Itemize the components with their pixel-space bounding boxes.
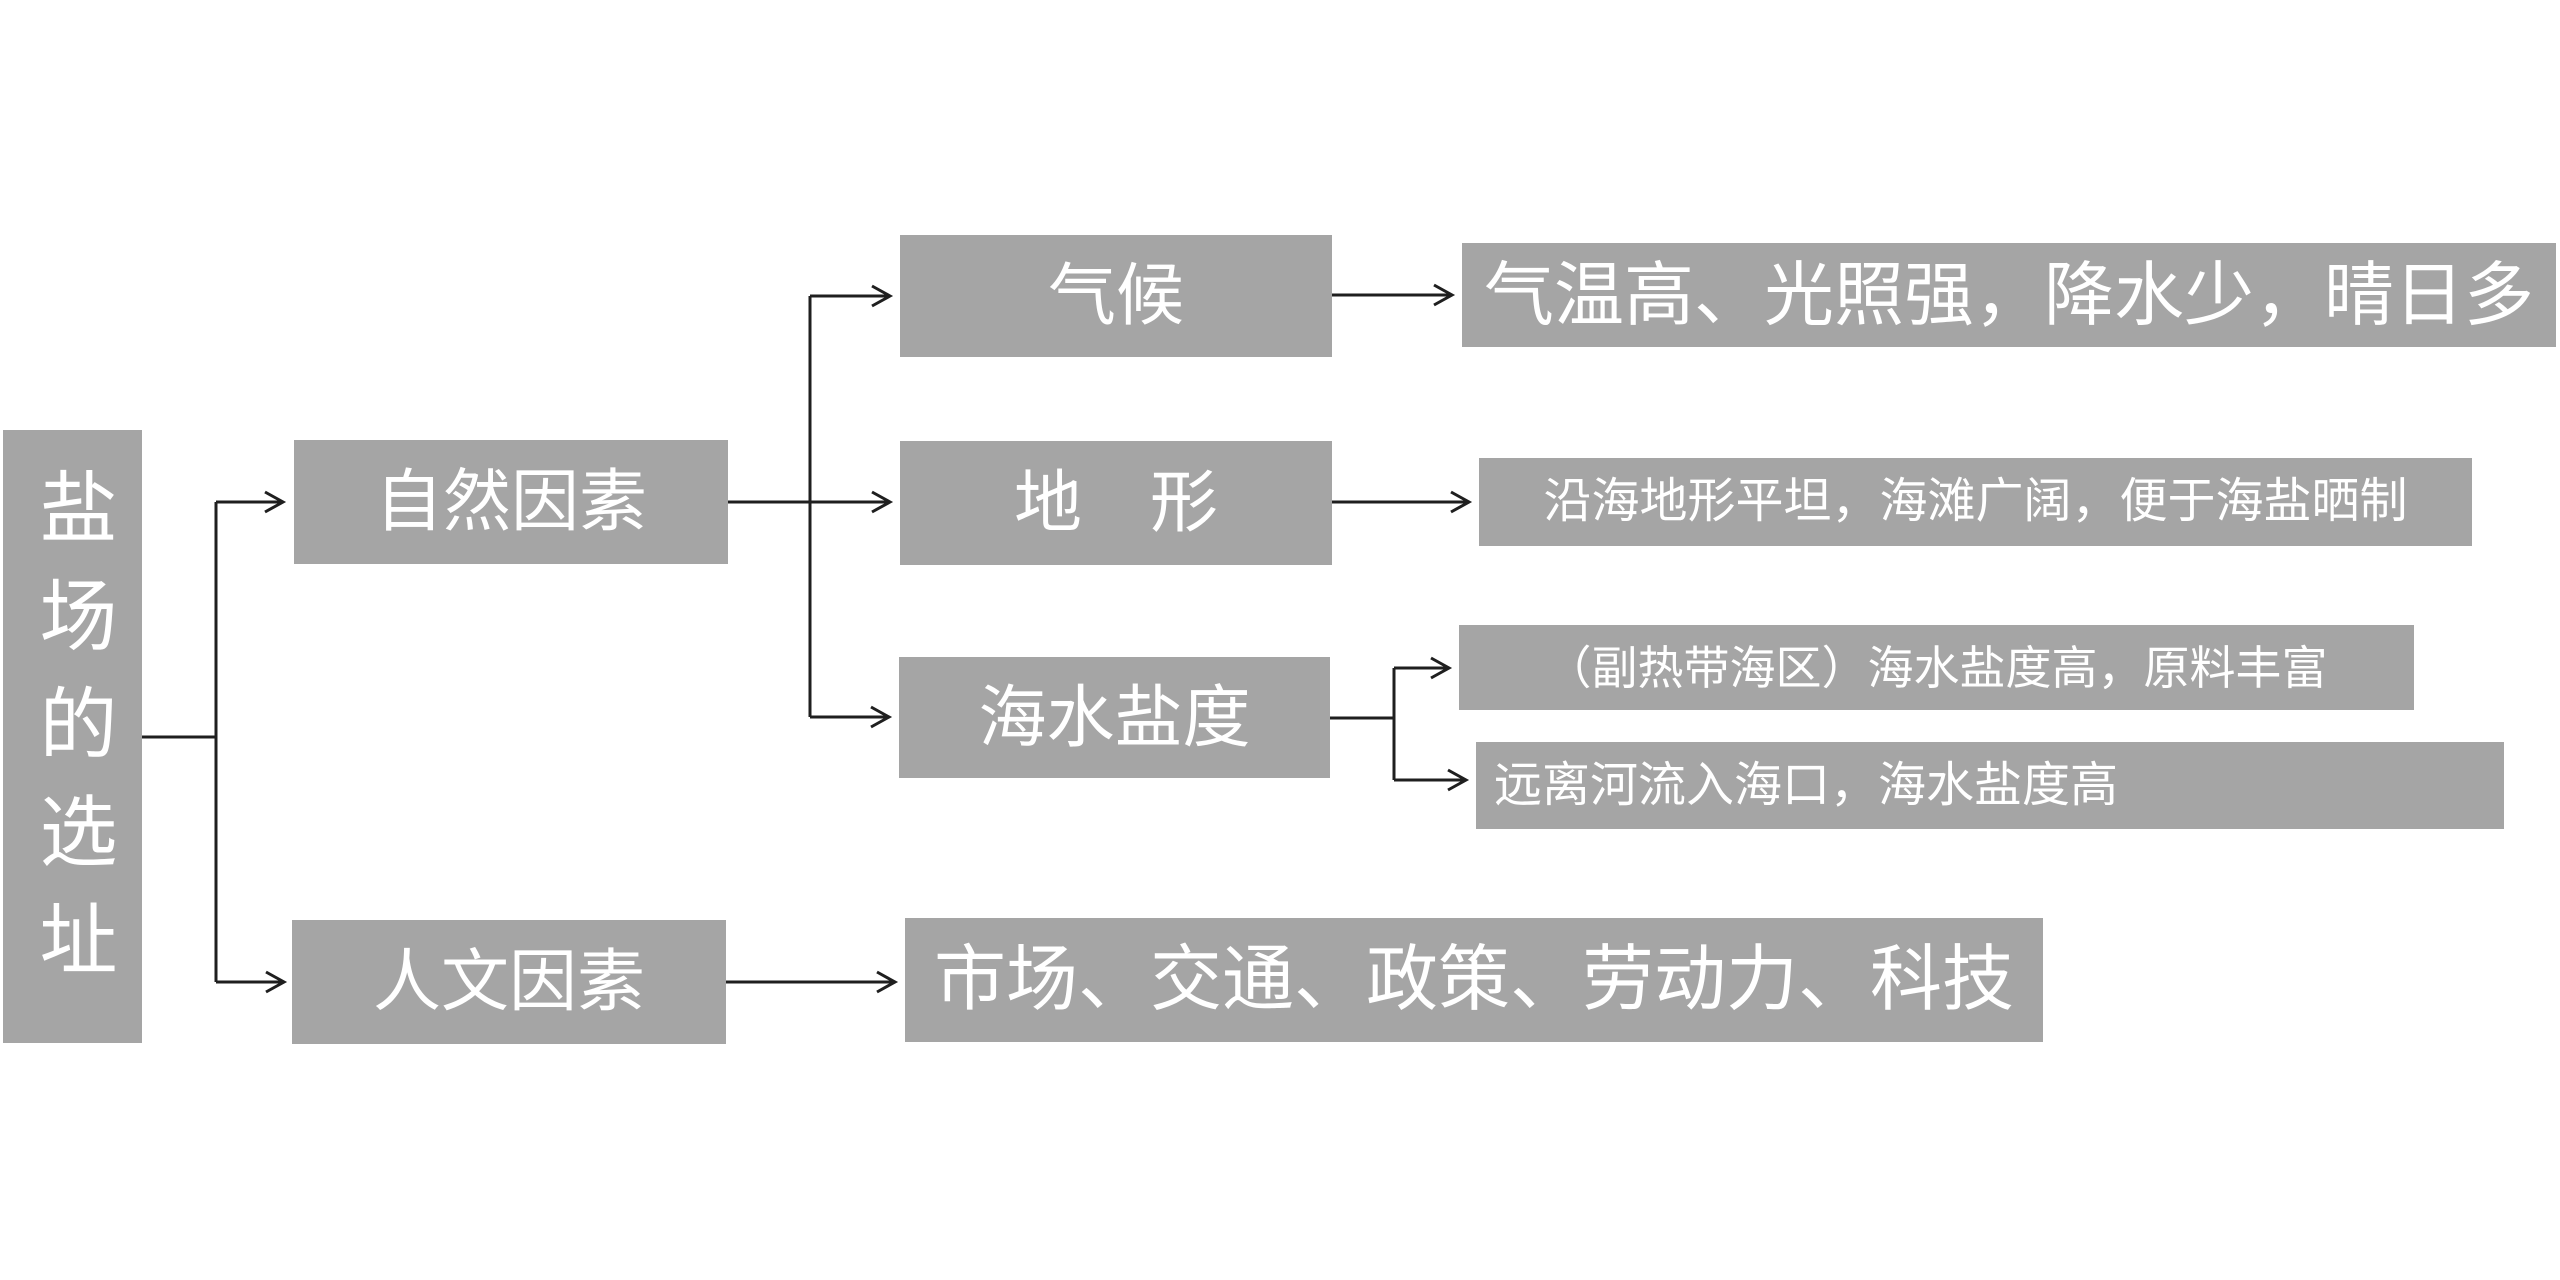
- detail-human-factors-label: 市场、交通、政策、劳动力、科技: [933, 940, 2014, 1020]
- detail-salinity-subtropical-label: （副热带海区）海水盐度高，原料丰富: [1545, 641, 2328, 694]
- node-climate-label: 气候: [1047, 258, 1184, 334]
- node-natural-factors: 自然因素: [294, 440, 728, 564]
- root-node-label: 盐场的选址: [28, 466, 117, 1007]
- detail-climate: 气温高、光照强，降水少，晴日多: [1462, 243, 2556, 347]
- node-seawater-salinity-label: 海水盐度: [978, 679, 1251, 756]
- detail-salinity-subtropical: （副热带海区）海水盐度高，原料丰富: [1459, 625, 2414, 710]
- detail-climate-label: 气温高、光照强，降水少，晴日多: [1484, 256, 2534, 334]
- node-seawater-salinity: 海水盐度: [899, 657, 1330, 778]
- node-terrain: 地 形: [900, 441, 1332, 565]
- detail-salinity-river-mouth: 远离河流入海口，海水盐度高: [1476, 742, 2504, 829]
- node-natural-factors-label: 自然因素: [374, 464, 647, 540]
- root-node-salt-field-site-selection: 盐场的选址: [3, 430, 142, 1043]
- detail-terrain: 沿海地形平坦，海滩广阔，便于海盐晒制: [1479, 458, 2472, 546]
- detail-terrain-label: 沿海地形平坦，海滩广阔，便于海盐晒制: [1543, 475, 2408, 528]
- detail-human-factors: 市场、交通、政策、劳动力、科技: [905, 918, 2043, 1042]
- node-terrain-label: 地 形: [1013, 465, 1218, 541]
- node-human-factors: 人文因素: [292, 920, 726, 1044]
- node-climate: 气候: [900, 235, 1332, 357]
- detail-salinity-river-mouth-label: 远离河流入海口，海水盐度高: [1494, 758, 2119, 812]
- node-human-factors-label: 人文因素: [372, 944, 645, 1020]
